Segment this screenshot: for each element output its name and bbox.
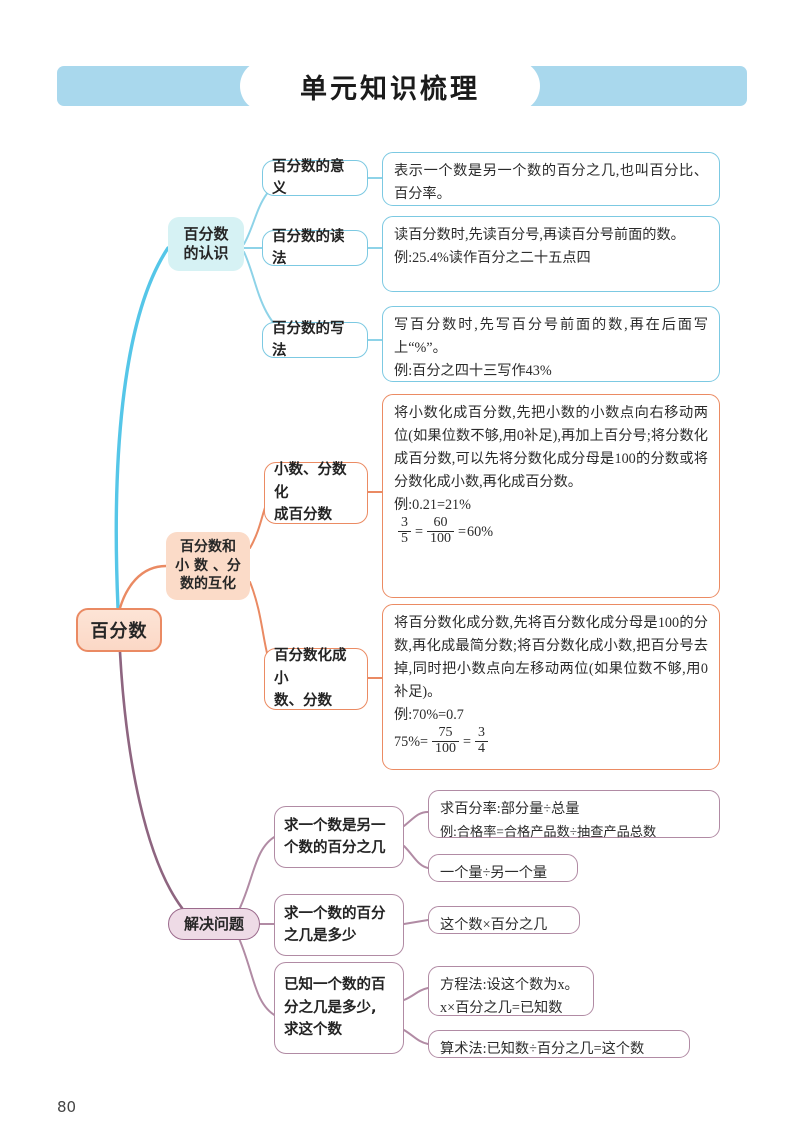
- detail-equation-method-line1: 方程法:设这个数为x。: [440, 977, 579, 993]
- detail-to-percent: 将小数化成百分数,先把小数的小数点向右移动两位(如果位数不够,用0补足),再加上…: [382, 394, 720, 598]
- fraction-result: 60%: [467, 523, 494, 540]
- fraction2-left-numerator: 75: [438, 725, 453, 740]
- detail-equation-method: 方程法:设这个数为x。 x×百分之几=已知数: [428, 966, 594, 1016]
- fraction-mid: 60 100: [427, 515, 455, 547]
- fraction2-prefix: 75%=: [394, 733, 429, 750]
- detail-writing-line1: 写百分数时,先写百分号前面的数,再在后面写上“%”。: [394, 317, 708, 356]
- detail-reading-line1: 读百分数时,先读百分号,再读百分号前面的数。: [394, 227, 685, 243]
- topic-to-percent[interactable]: 小数、分数化 成百分数: [264, 462, 368, 524]
- detail-meaning-line1: 表示一个数是另一个数的百分之几,也叫百分比、百分率。: [394, 163, 708, 202]
- page-number: 80: [57, 1098, 77, 1116]
- detail-percentage-rate-line1: 求百分率:部分量÷总量: [440, 801, 580, 817]
- fraction-mid-numerator: 60: [433, 515, 448, 530]
- fraction-left-numerator: 3: [401, 515, 408, 530]
- detail-from-percent: 将百分数化成分数,先将百分数化成分母是100的分数,再化成最简分数;将百分数化成…: [382, 604, 720, 770]
- detail-multiply-line1: 这个数×百分之几: [440, 917, 548, 933]
- detail-to-percent-body: 将小数化成百分数,先把小数的小数点向右移动两位(如果位数不够,用0补足),再加上…: [394, 405, 708, 490]
- topic-find-part[interactable]: 求一个数的百分 之几是多少: [274, 894, 404, 956]
- detail-arithmetic-method-line1: 算术法:已知数÷百分之几=这个数: [440, 1041, 645, 1057]
- branch-node-problem-solving[interactable]: 解决问题: [168, 908, 260, 940]
- detail-writing-line2: 例:百分之四十三写作43%: [394, 363, 552, 379]
- topic-from-percent-label: 百分数化成小 数、分数: [274, 648, 347, 710]
- equals-sign-1: =: [415, 523, 424, 540]
- topic-find-whole-label: 已知一个数的百 分之几是多少, 求这个数: [284, 977, 386, 1039]
- detail-reading-line2: 例:25.4%读作百分之二十五点四: [394, 250, 591, 266]
- branch-node-conversion[interactable]: 百分数和 小 数 、分 数的互化: [166, 532, 250, 600]
- root-node-label: 百分数: [90, 621, 148, 642]
- topic-to-percent-label: 小数、分数化 成百分数: [274, 462, 347, 524]
- detail-from-percent-fraction: 75%= 75 100 = 3 4: [394, 725, 708, 757]
- fraction2-mid-denominator: 4: [475, 740, 489, 757]
- fraction2-mid-numerator: 3: [478, 725, 486, 740]
- topic-writing-label: 百分数的写法: [272, 320, 345, 359]
- detail-to-percent-fraction: 3 5 = 60 100 = 60%: [394, 515, 708, 547]
- root-node[interactable]: 百分数: [76, 608, 162, 652]
- topic-from-percent[interactable]: 百分数化成小 数、分数: [264, 648, 368, 710]
- detail-writing: 写百分数时,先写百分号前面的数,再在后面写上“%”。 例:百分之四十三写作43%: [382, 306, 720, 382]
- topic-meaning-label: 百分数的意义: [272, 158, 345, 197]
- detail-percentage-rate-line2: 例:合格率=合格产品数÷抽查产品总数: [440, 824, 657, 839]
- detail-from-percent-example: 例:70%=0.7: [394, 707, 464, 723]
- detail-percentage-rate: 求百分率:部分量÷总量 例:合格率=合格产品数÷抽查产品总数: [428, 790, 720, 839]
- detail-arithmetic-method: 算术法:已知数÷百分之几=这个数: [428, 1030, 690, 1058]
- topic-find-percentage-label: 求一个数是另一 个数的百分之几: [284, 817, 386, 856]
- detail-from-percent-body: 将百分数化成分数,先将百分数化成分母是100的分数,再化成最简分数;将百分数化成…: [394, 615, 708, 700]
- topic-reading-label: 百分数的读法: [272, 228, 345, 267]
- fraction-mid-denominator: 100: [427, 530, 455, 547]
- fraction2-mid: 3 4: [475, 725, 489, 757]
- page-title: 单元知识梳理: [300, 73, 480, 105]
- detail-quantity-divide-line1: 一个量÷另一个量: [440, 865, 548, 881]
- fraction-left: 3 5: [398, 515, 411, 547]
- detail-equation-method-line2: x×百分之几=已知数: [440, 1000, 563, 1016]
- topic-find-part-label: 求一个数的百分 之几是多少: [284, 905, 386, 944]
- detail-multiply: 这个数×百分之几: [428, 906, 580, 934]
- branch-node-recognition-label: 百分数 的认识: [183, 225, 229, 262]
- equals-sign-2: =: [458, 523, 467, 540]
- detail-to-percent-example: 例:0.21=21%: [394, 497, 471, 513]
- branch-node-conversion-label: 百分数和 小 数 、分 数的互化: [175, 539, 241, 593]
- fraction2-left: 75 100: [432, 725, 460, 757]
- topic-find-percentage[interactable]: 求一个数是另一 个数的百分之几: [274, 806, 404, 868]
- detail-meaning: 表示一个数是另一个数的百分之几,也叫百分比、百分率。: [382, 152, 720, 206]
- topic-find-whole[interactable]: 已知一个数的百 分之几是多少, 求这个数: [274, 962, 404, 1054]
- fraction2-left-denominator: 100: [432, 740, 460, 757]
- branch-node-recognition[interactable]: 百分数 的认识: [168, 217, 244, 271]
- topic-meaning[interactable]: 百分数的意义: [262, 159, 368, 197]
- detail-reading: 读百分数时,先读百分号,再读百分号前面的数。 例:25.4%读作百分之二十五点四: [382, 216, 720, 292]
- branch-node-problem-solving-label: 解决问题: [183, 914, 244, 933]
- fraction-left-denominator: 5: [398, 530, 411, 547]
- topic-reading[interactable]: 百分数的读法: [262, 229, 368, 267]
- detail-quantity-divide: 一个量÷另一个量: [428, 854, 578, 882]
- equals-sign-3: =: [463, 733, 472, 750]
- header-title-plate: 单元知识梳理: [240, 60, 540, 112]
- topic-writing[interactable]: 百分数的写法: [262, 321, 368, 359]
